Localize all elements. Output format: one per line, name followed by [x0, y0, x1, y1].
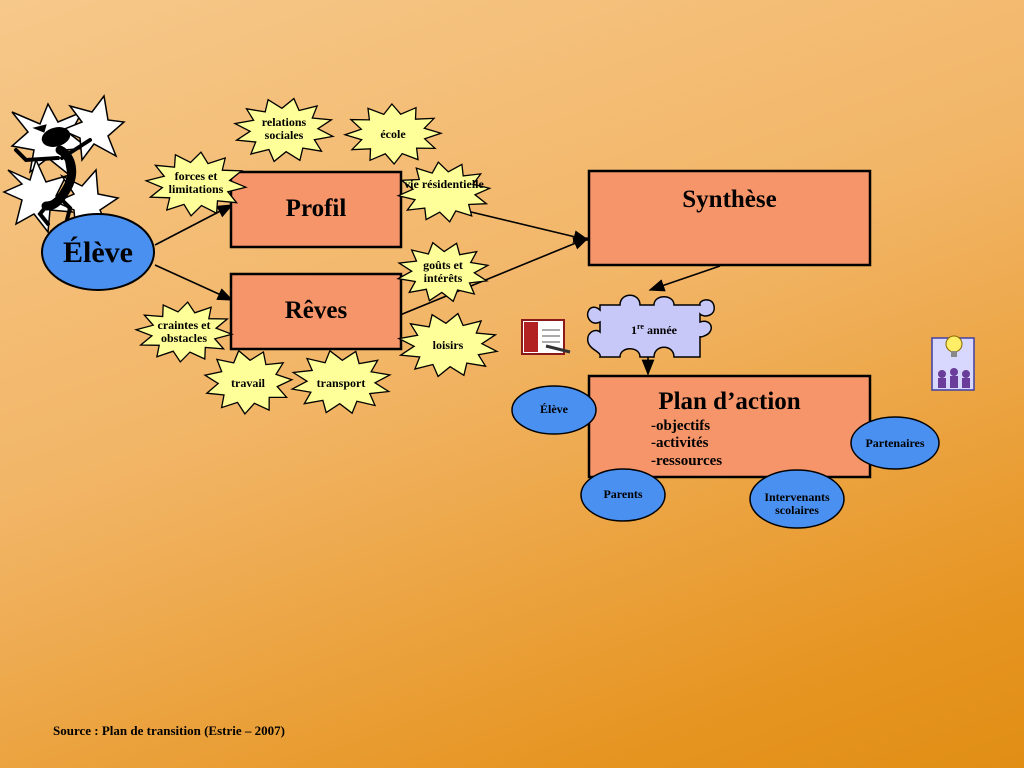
star-label-gouts-interets: goûts et intérêts [423, 258, 463, 286]
intervenants-label: Intervenants scolaires [764, 490, 830, 518]
eleve-small-oval [511, 385, 597, 435]
partenaires-label: Partenaires [865, 436, 925, 450]
puzzle-piece-shape [586, 294, 715, 358]
star-craintes-obstacles [133, 301, 235, 363]
star-vie-residentielle [396, 161, 492, 223]
agenda-icon [521, 319, 571, 355]
synthese-title: Synthèse [682, 186, 777, 213]
star-label-travail: travail [231, 376, 265, 390]
reves-title: Rêves [284, 297, 348, 324]
profil-box [229, 170, 403, 249]
star-relations-sociales [232, 97, 336, 163]
partenaires-oval [850, 416, 940, 470]
star-label-loisirs: loisirs [432, 338, 464, 352]
plan-items-list: -objectifs -activités -ressources [651, 418, 722, 470]
team-lightbulb-icon [931, 335, 975, 391]
plan-item: -activités [651, 435, 709, 452]
source-caption: Source : Plan de transition (Estrie – 20… [53, 723, 285, 738]
star-transport [290, 349, 392, 415]
puzzle-label-suffix: année [643, 323, 677, 337]
star-label-ecole: école [380, 127, 406, 141]
star-label-transport: transport [316, 376, 366, 390]
profil-title: Profil [285, 195, 347, 222]
star-label-craintes-obstacles: craintes et obstacles [157, 318, 211, 346]
puzzle-label-prefix: 1 [631, 323, 638, 337]
parents-label: Parents [603, 487, 643, 501]
star-loisirs [396, 312, 500, 378]
plan-item: -ressources [651, 452, 723, 469]
synthese-box [587, 169, 872, 267]
intervenants-oval [749, 469, 845, 529]
connector-eleve-reves [154, 264, 234, 301]
connector-eleve-profil [154, 204, 234, 246]
jumping-person-icon [2, 94, 126, 237]
connector-reves-synthese [399, 237, 590, 316]
star-label-forces-limitations: forces et limitations [168, 169, 224, 197]
plan-title: Plan d’action [658, 388, 801, 415]
plan-item: -objectifs [651, 418, 711, 434]
star-gouts-interets [396, 241, 490, 303]
star-forces-limitations [144, 151, 248, 217]
eleve-label: Élève [63, 236, 133, 269]
reves-box [229, 272, 403, 351]
star-label-vie-residentielle: vie résidentielle [404, 177, 484, 191]
eleve-oval [41, 213, 155, 291]
puzzle-label-superscript: re [637, 322, 644, 331]
puzzle-label: 1re année [610, 322, 698, 337]
eleve-small-label: Élève [540, 402, 568, 416]
star-travail [203, 349, 294, 415]
star-ecole [342, 102, 444, 166]
connector-synthese-puzzle [648, 265, 721, 292]
parents-oval [580, 468, 666, 522]
star-label-relations-sociales: relations sociales [261, 115, 307, 143]
